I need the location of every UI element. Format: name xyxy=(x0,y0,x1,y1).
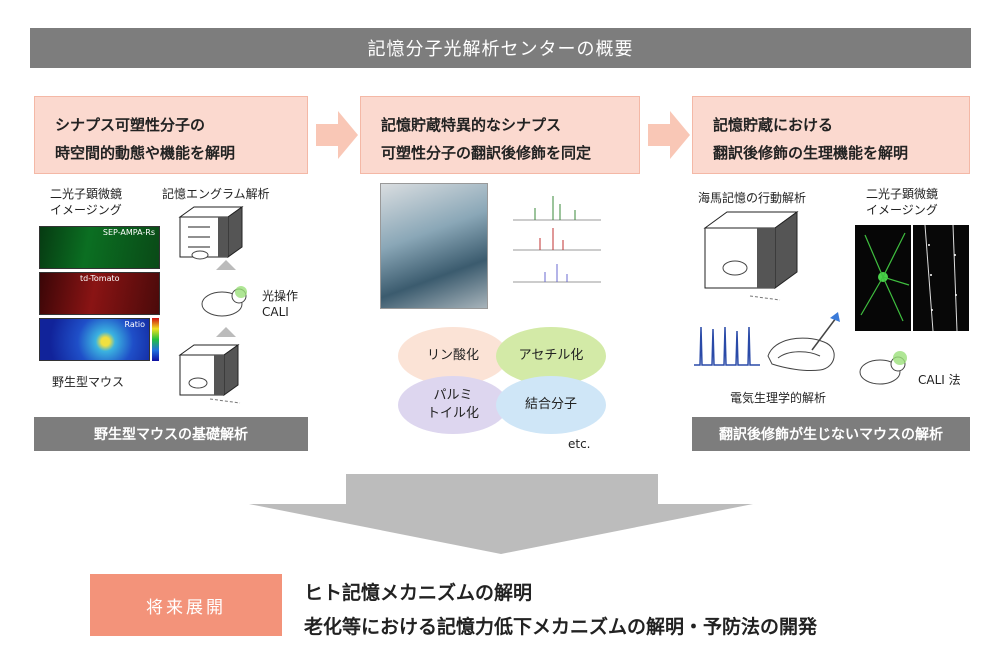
neuron-icon xyxy=(860,232,910,322)
future-badge: 将来展開 xyxy=(90,574,282,636)
future-label: 将来展開 xyxy=(146,597,226,618)
hippocampus-icon xyxy=(767,312,840,371)
spectrum-chart-icon xyxy=(513,196,601,283)
down-arrow-icon xyxy=(249,504,753,554)
heading-column-3: 記憶貯蔵における 翻訳後修飾の生理機能を解明 xyxy=(692,96,970,174)
bubble-palmitoylation: パルミ トイル化 xyxy=(398,376,508,434)
spine-icon xyxy=(924,224,958,332)
imaging-label: 二光子顕微鏡 イメージング xyxy=(50,186,122,218)
arrow-body xyxy=(648,124,670,146)
future-line-2: 老化等における記憶力低下メカニズムの解明・予防法の開発 xyxy=(304,616,818,638)
label-line: 二光子顕微鏡 xyxy=(866,187,939,201)
cali-method-label: CALI 法 xyxy=(918,373,961,387)
heading-line: 記憶貯蔵における xyxy=(713,116,834,134)
title-banner: 記憶分子光解析センターの概要 xyxy=(30,28,971,68)
arrow-right-icon xyxy=(338,111,358,159)
label-line: イメージング xyxy=(50,203,122,217)
panel-label: SEP-AMPA-Rs xyxy=(102,228,155,237)
ephys-label: 電気生理学的解析 xyxy=(730,391,827,405)
mouse-label: 野生型マウス xyxy=(52,375,125,389)
bubble-label: リン酸化 xyxy=(426,348,479,363)
heading-line: 記憶貯蔵特異的なシナプス xyxy=(381,116,562,134)
down-arrow-stem xyxy=(346,474,658,504)
panel-label: td-Tomato xyxy=(80,274,120,283)
heading-column-2: 記憶貯蔵特異的なシナプス 可塑性分子の翻訳後修飾を同定 xyxy=(360,96,640,174)
bubble-acetylation: アセチル化 xyxy=(496,327,606,385)
ephys-trace-icon xyxy=(694,326,760,366)
heading-line: 可塑性分子の翻訳後修飾を同定 xyxy=(381,144,592,162)
footer-label: 翻訳後修飾が生じないマウスの解析 xyxy=(719,427,943,443)
td-tomato-image: td-Tomato xyxy=(39,272,160,315)
bubble-binding-molecule: 結合分子 xyxy=(496,376,606,434)
colorbar xyxy=(152,318,159,361)
label-line: 二光子顕微鏡 xyxy=(50,187,123,201)
spine-image xyxy=(913,224,969,332)
cage-top-icon xyxy=(178,206,244,260)
mass-spec-photo xyxy=(380,183,488,309)
bubble-label: パルミ トイル化 xyxy=(426,388,479,421)
ratio-image: Ratio xyxy=(39,318,150,361)
label-line: 光操作 xyxy=(262,289,299,303)
label-line: イメージング xyxy=(866,203,938,217)
future-line-1: ヒト記憶メカニズムの解明 xyxy=(304,582,533,604)
mouse-cali-icon xyxy=(859,351,907,385)
footer-bar-column-1: 野生型マウスの基礎解析 xyxy=(34,417,308,451)
etc-label: etc. xyxy=(568,437,591,451)
heading-line: シナプス可塑性分子の xyxy=(55,116,206,134)
up-arrow-icon xyxy=(216,260,236,270)
cage-bottom-icon xyxy=(178,344,241,404)
mouse-icon xyxy=(201,286,247,317)
cali-label: 光操作 CALI xyxy=(262,288,298,320)
heading-line: 翻訳後修飾の生理機能を解明 xyxy=(713,144,909,162)
behavior-box-icon xyxy=(703,211,799,301)
neuron-image xyxy=(855,225,911,331)
bubble-label: アセチル化 xyxy=(518,348,584,363)
engram-label: 記憶エングラム解析 xyxy=(162,187,270,201)
footer-bar-column-3: 翻訳後修飾が生じないマウスの解析 xyxy=(692,417,970,451)
behavior-label: 海馬記憶の行動解析 xyxy=(698,191,807,205)
footer-label: 野生型マウスの基礎解析 xyxy=(94,427,248,443)
arrow-right-icon xyxy=(670,111,690,159)
up-arrow-icon xyxy=(216,327,236,337)
bubble-label: 結合分子 xyxy=(524,397,577,412)
page-title: 記憶分子光解析センターの概要 xyxy=(367,39,634,60)
arrow-body xyxy=(316,124,338,146)
bubble-phosphorylation: リン酸化 xyxy=(398,327,508,385)
heading-column-1: シナプス可塑性分子の 時空間的動態や機能を解明 xyxy=(34,96,308,174)
heading-line: 時空間的動態や機能を解明 xyxy=(55,144,236,162)
imaging-label-3: 二光子顕微鏡 イメージング xyxy=(866,186,938,218)
label-line: CALI xyxy=(262,305,289,319)
panel-label: Ratio xyxy=(124,320,145,329)
sep-ampa-image: SEP-AMPA-Rs xyxy=(39,226,160,269)
